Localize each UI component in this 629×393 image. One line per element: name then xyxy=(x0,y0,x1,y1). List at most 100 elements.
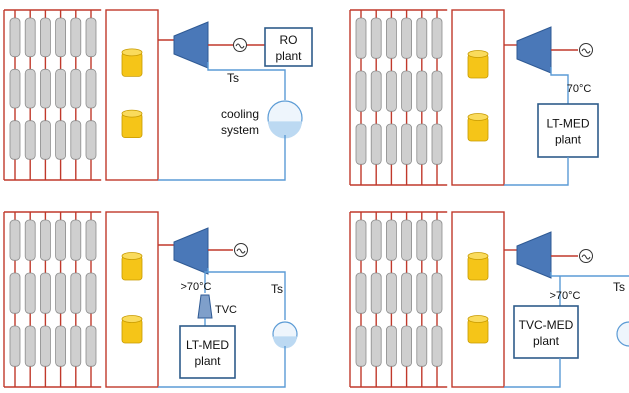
solar-collector-field xyxy=(3,9,102,181)
collector-tube-icon xyxy=(370,325,382,367)
plant-label-line2: plant xyxy=(194,354,221,368)
collector-tube-icon xyxy=(24,272,36,314)
collector-tube-icon xyxy=(355,17,367,59)
collector-tube-icon xyxy=(24,68,36,109)
collector-tube-icon xyxy=(24,120,36,160)
collector-tube-icon xyxy=(416,123,428,165)
cooling-label-line1: cooling xyxy=(221,107,259,121)
collector-tube-icon xyxy=(355,219,367,261)
exhaust-to-tvc-line xyxy=(204,268,209,293)
storage-tank-top xyxy=(121,252,143,260)
plant-label-line1: TVC-MED xyxy=(519,318,574,332)
collector-tube-icon xyxy=(355,123,367,165)
cooling-system-icon xyxy=(272,321,298,349)
exhaust-to-cooling-line xyxy=(208,271,286,320)
collector-tube-icon xyxy=(9,325,21,367)
collector-tube-icon xyxy=(24,219,36,261)
exhaust-line xyxy=(550,67,569,104)
collector-tube-icon xyxy=(9,68,21,109)
storage-tank-top xyxy=(467,315,489,323)
plant-label-line1: LT-MED xyxy=(186,338,229,352)
collector-tube-icon xyxy=(9,219,21,261)
turbine-icon xyxy=(516,231,552,279)
collector-tube-icon xyxy=(385,219,397,261)
thermal-storage xyxy=(105,211,159,388)
tvc-label: TVC xyxy=(215,304,237,316)
collector-tube-icon xyxy=(370,70,382,112)
collector-tube-icon xyxy=(401,219,413,261)
lt-med-plant: LT-MED plant xyxy=(537,103,599,158)
storage-tank-top xyxy=(467,113,489,121)
tilde-mark xyxy=(581,48,591,54)
thermal-storage xyxy=(451,9,505,186)
collector-tube-icon xyxy=(40,325,51,367)
plant-box xyxy=(513,305,579,359)
temperature-label: >70°C xyxy=(549,290,580,302)
collector-tube-icon xyxy=(431,272,443,314)
condensate-return-line xyxy=(504,358,561,388)
storage-frame xyxy=(105,9,159,181)
storage-frame xyxy=(451,9,505,186)
collector-tube-icon xyxy=(401,123,413,165)
plant-label-line1: RO xyxy=(280,33,298,47)
collector-tube-icon xyxy=(385,123,397,165)
collector-tube-icon xyxy=(401,272,413,314)
collector-tube-icon xyxy=(85,17,97,58)
collector-tube-icon xyxy=(416,272,428,314)
cooling-label-line2: system xyxy=(221,123,259,137)
generator-icon xyxy=(579,249,593,263)
collector-tube-icon xyxy=(385,272,397,314)
collector-tube-icon xyxy=(55,272,66,314)
tvc-ejector-icon xyxy=(197,294,213,319)
generator-icon xyxy=(234,243,248,257)
tilde-mark xyxy=(236,248,246,254)
ts-label: Ts xyxy=(271,282,283,296)
tilde-mark xyxy=(235,43,245,49)
collector-tube-icon xyxy=(370,219,382,261)
collector-tube-icon xyxy=(9,17,21,58)
exhaust-line xyxy=(550,272,629,277)
collector-tube-icon xyxy=(416,70,428,112)
ts-label: Ts xyxy=(227,71,239,85)
collector-tube-icon xyxy=(416,325,428,367)
cooling-water xyxy=(273,336,297,349)
collector-tube-icon xyxy=(355,70,367,112)
collector-tube-icon xyxy=(40,17,51,58)
condensate-return-line xyxy=(158,346,286,388)
collector-tube-icon xyxy=(55,17,66,58)
exhaust-line xyxy=(207,62,286,100)
collector-tube-icon xyxy=(70,120,82,160)
collector-tube-icon xyxy=(431,17,443,59)
ts-label: Ts xyxy=(613,280,625,294)
collector-tube-icon xyxy=(85,219,97,261)
solar-collector-field xyxy=(349,9,448,186)
collector-tube-icon xyxy=(431,123,443,165)
collector-tube-icon xyxy=(55,68,66,109)
storage-tank-top xyxy=(121,48,143,57)
plant-label-line2: plant xyxy=(555,133,582,147)
collector-tube-icon xyxy=(355,325,367,367)
storage-frame xyxy=(451,211,505,388)
thermal-storage xyxy=(451,211,505,388)
collector-tube-icon xyxy=(370,123,382,165)
collector-tube-icon xyxy=(85,120,97,160)
plant-box xyxy=(264,27,313,67)
collector-tube-icon xyxy=(416,17,428,59)
solar-collector-field xyxy=(3,211,102,388)
temperature-label: 70°C xyxy=(567,83,592,95)
plant-label-line1: LT-MED xyxy=(546,117,589,131)
collector-tube-icon xyxy=(401,17,413,59)
solar-collector-field xyxy=(349,211,448,388)
cooling-system-icon xyxy=(616,321,629,347)
collector-tube-icon xyxy=(40,68,51,109)
collector-tube-icon xyxy=(385,17,397,59)
collector-tube-icon xyxy=(401,325,413,367)
thermal-storage xyxy=(105,9,159,181)
storage-tank-top xyxy=(121,109,143,118)
collector-tube-icon xyxy=(24,17,36,58)
generator-icon xyxy=(579,43,593,57)
turbine-icon xyxy=(516,26,552,74)
collector-tube-icon xyxy=(70,17,82,58)
